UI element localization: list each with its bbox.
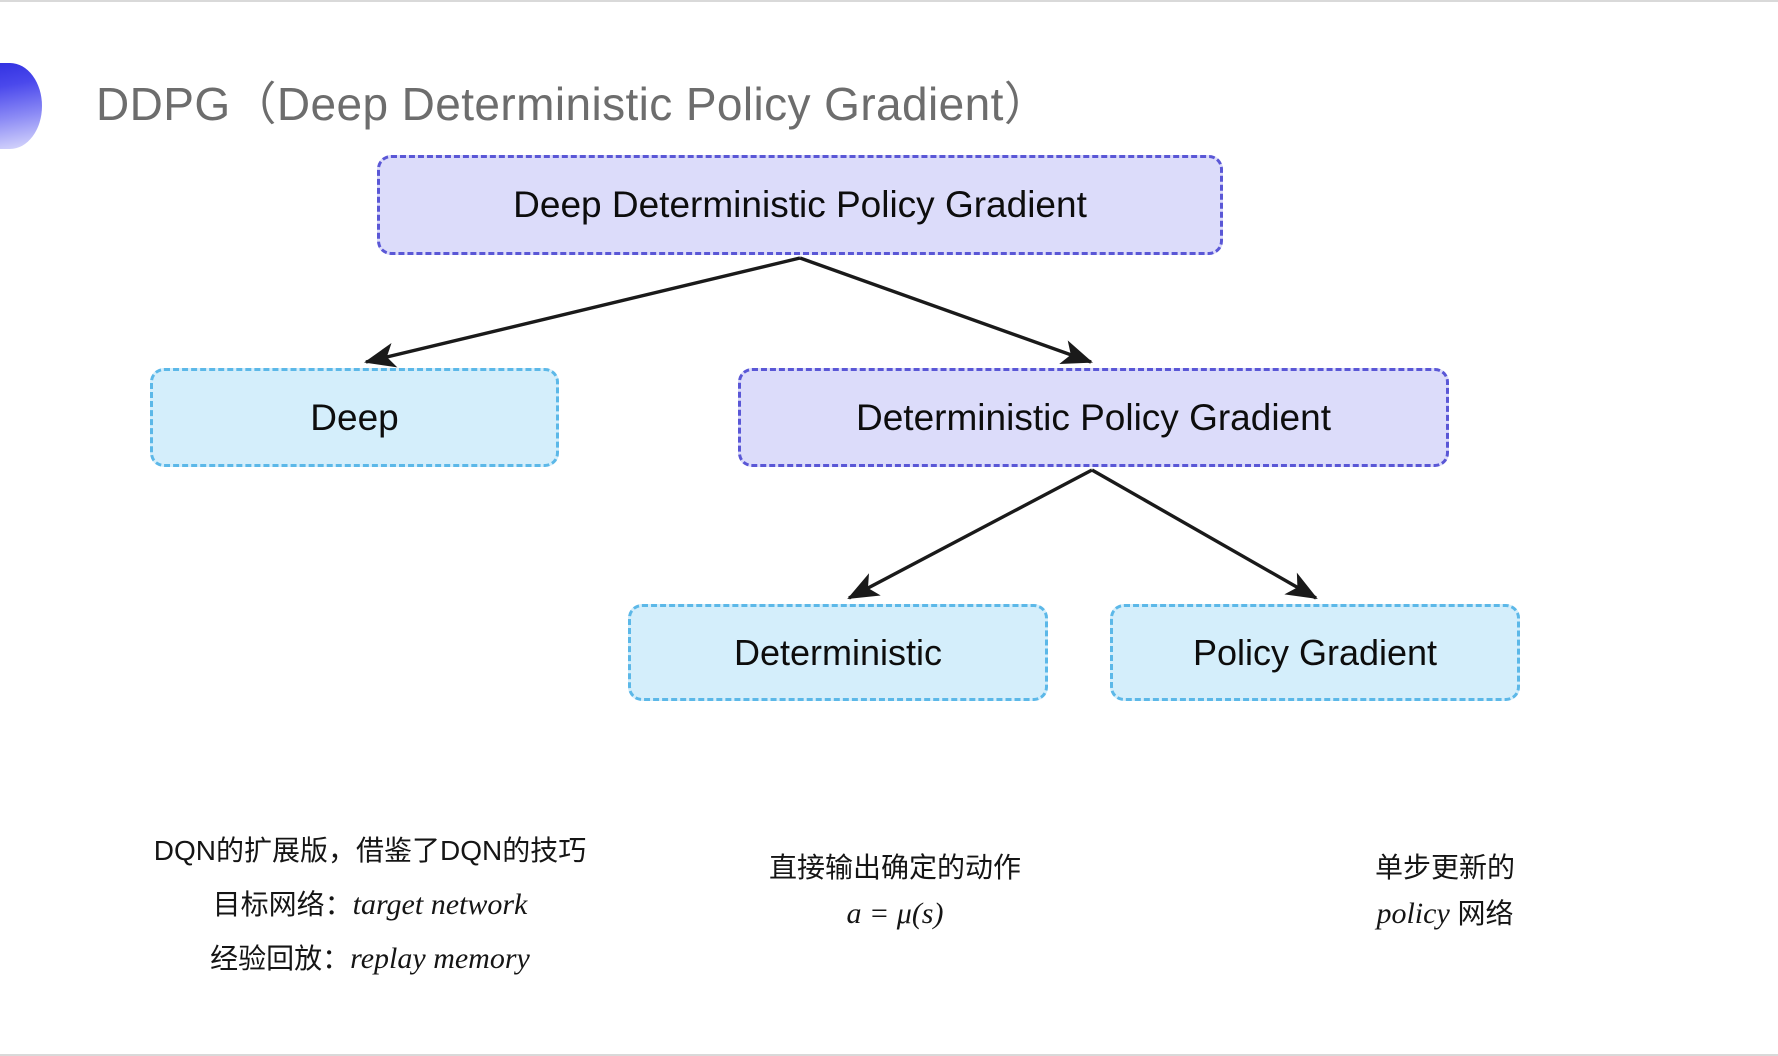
slide-top-rule — [0, 0, 1778, 2]
caption-policy-gradient-line2: policy 网络 — [1285, 891, 1605, 937]
caption-deep-line3-term: replay memory — [350, 942, 530, 975]
node-label: Deep Deterministic Policy Gradient — [513, 184, 1087, 225]
slide-bottom-rule — [0, 1054, 1778, 1056]
node-label: Policy Gradient — [1192, 631, 1438, 673]
node-deterministic-policy-gradient[interactable]: Deterministic Policy Gradient — [738, 368, 1449, 467]
caption-deterministic-line1: 直接输出确定的动作 — [768, 852, 1021, 883]
caption-deep-line2-term: target network — [352, 888, 528, 921]
edge-root-to-dpg — [799, 256, 1093, 365]
edge-dpg-to-deterministic — [847, 468, 1093, 600]
caption-deep-line3: 经验回放：replay memory — [120, 932, 620, 986]
caption-deterministic: 直接输出确定的动作 a = μ(s) — [690, 845, 1100, 937]
node-label: Deterministic Policy Gradient — [856, 396, 1331, 438]
edge-dpg-to-policy-gradient — [1091, 468, 1318, 600]
caption-deep-line1: DQN的扩展版，借鉴了DQN的技巧 — [153, 835, 587, 866]
caption-deterministic-formula: a = μ(s) — [846, 897, 944, 930]
caption-deep-line2: 目标网络：target network — [120, 878, 620, 932]
caption-deep-line2-label: 目标网络： — [212, 889, 353, 920]
caption-policy-gradient-suffix: 网络 — [1449, 898, 1514, 929]
caption-policy-gradient: 单步更新的 policy 网络 — [1285, 845, 1605, 937]
edge-root-to-deep — [364, 256, 801, 368]
slide-header: DDPG（Deep Deterministic Policy Gradient） — [0, 58, 1400, 150]
caption-policy-gradient-term: policy — [1376, 897, 1450, 930]
node-deterministic[interactable]: Deterministic — [628, 604, 1048, 701]
node-label: Deep — [310, 396, 399, 438]
node-deep-deterministic-policy-gradient[interactable]: Deep Deterministic Policy Gradient — [377, 155, 1223, 255]
node-deep[interactable]: Deep — [150, 368, 559, 467]
node-label: Deterministic — [733, 631, 943, 673]
node-policy-gradient[interactable]: Policy Gradient — [1110, 604, 1520, 701]
caption-deep-line3-label: 经验回放： — [210, 943, 351, 974]
page-title: DDPG（Deep Deterministic Policy Gradient） — [96, 78, 1051, 130]
caption-policy-gradient-line1: 单步更新的 — [1374, 852, 1515, 883]
caption-deep: DQN的扩展版，借鉴了DQN的技巧 目标网络：target network 经验… — [120, 824, 620, 986]
